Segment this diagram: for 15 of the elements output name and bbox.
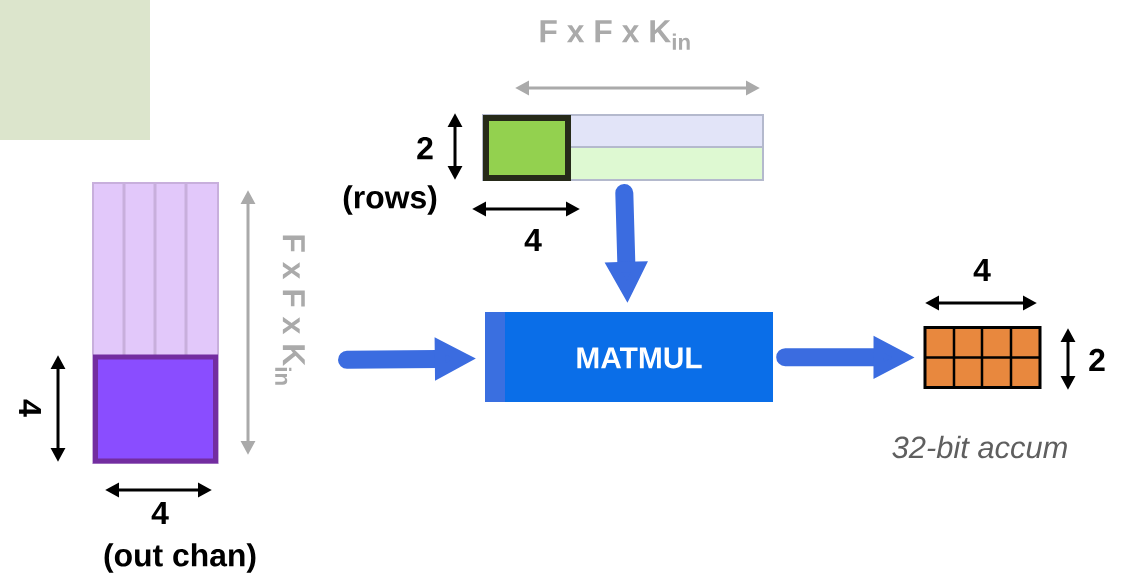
- dimension-label: 4: [19, 399, 41, 417]
- accumulator-grid-drawing: [923, 326, 1042, 389]
- dimension-label: 4: [151, 502, 169, 524]
- dimension-label: 2: [1089, 348, 1105, 372]
- matrix-drawing: [92, 182, 219, 464]
- annotation-text: (rows): [343, 185, 437, 215]
- dimension-label: F x F x K$_{in}$: [275, 235, 305, 385]
- caption-text: 32-bit accum: [892, 435, 1067, 459]
- process-box: MATMUL: [485, 312, 773, 402]
- dimension-label: 2: [417, 136, 433, 160]
- input-strip-drawing: [482, 114, 764, 181]
- annotation-text: (out chan): [104, 543, 256, 573]
- dimension-label: 4: [524, 229, 542, 251]
- dimension-label: 4: [973, 259, 991, 281]
- dimension-label: F x F x K$_{in}$: [540, 20, 690, 50]
